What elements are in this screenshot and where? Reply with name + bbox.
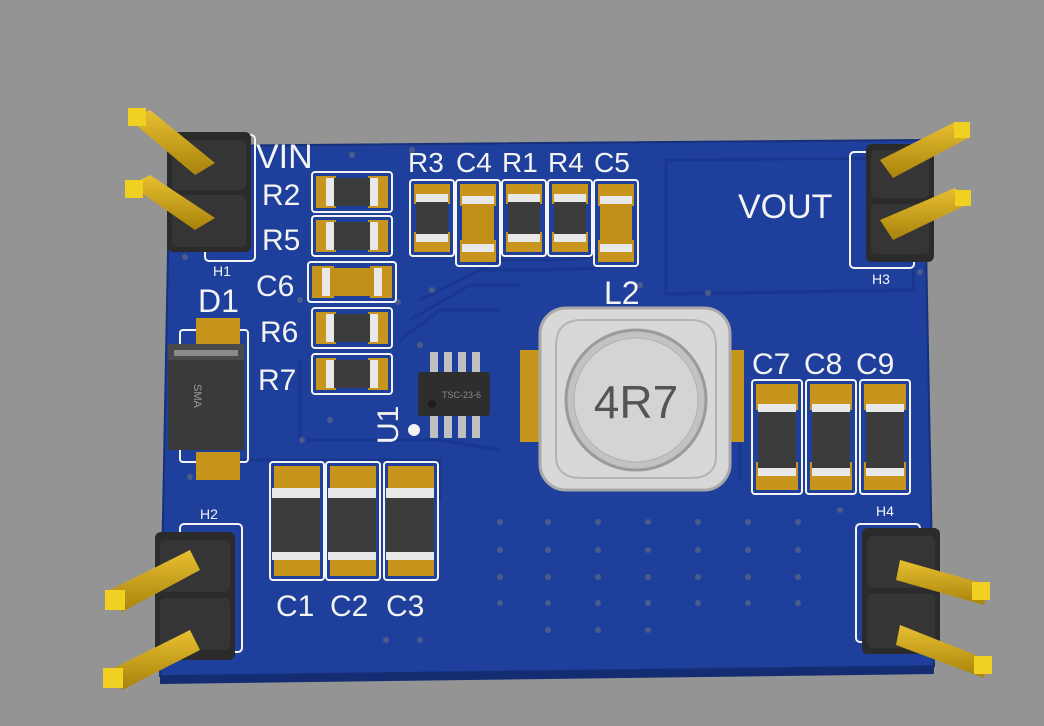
- capacitor-c2: [325, 461, 381, 581]
- header-h4: [855, 523, 992, 678]
- capacitor-c3: [383, 461, 439, 581]
- c1-label: C1: [276, 590, 314, 623]
- vin-label: VIN: [256, 138, 313, 176]
- h4-label: H4: [876, 503, 894, 519]
- r4-label: R4: [548, 147, 584, 178]
- resistor-r7: [311, 353, 393, 395]
- l2-label: L2: [604, 275, 640, 311]
- h1-label: H1: [213, 263, 231, 279]
- c2-label: C2: [330, 590, 368, 623]
- r6-label: R6: [260, 316, 298, 349]
- resistor-r1: [501, 179, 547, 257]
- resistor-r6: [311, 307, 393, 349]
- c3-label: C3: [386, 590, 424, 623]
- capacitor-c9: [859, 379, 911, 495]
- d1-label: D1: [198, 283, 239, 319]
- pcb-board-edge: [160, 666, 934, 684]
- capacitor-c7: [751, 379, 803, 495]
- capacitor-c6: [307, 261, 397, 303]
- inductor-marking: 4R7: [594, 376, 678, 428]
- capacitor-c4: [455, 179, 501, 267]
- r2-label: R2: [262, 179, 300, 212]
- vias: [182, 147, 923, 648]
- capacitor-c1: [269, 461, 325, 581]
- ic-u1: TSC-23-6: [418, 352, 490, 438]
- ic-marking: TSC-23-6: [442, 390, 481, 400]
- diode-marking: SMA: [191, 384, 203, 409]
- c7-label: C7: [752, 348, 790, 381]
- c4-label: C4: [456, 147, 492, 178]
- header-h1: [125, 108, 256, 262]
- resistor-r4: [547, 179, 593, 257]
- h2-label: H2: [200, 506, 218, 522]
- c9-label: C9: [856, 348, 894, 381]
- r5-label: R5: [262, 224, 300, 257]
- c8-label: C8: [804, 348, 842, 381]
- header-h2: [103, 523, 243, 690]
- r3-label: R3: [408, 147, 444, 178]
- diode-d1: SMA: [168, 318, 249, 480]
- h3-label: H3: [872, 271, 890, 287]
- r7-label: R7: [258, 364, 296, 397]
- resistor-r2: [311, 171, 393, 213]
- r1-label: R1: [502, 147, 538, 178]
- inductor-l2: 4R7: [520, 306, 744, 492]
- resistor-r3: [409, 179, 455, 257]
- capacitor-c5: [593, 179, 639, 267]
- u1-label: U1: [372, 406, 405, 444]
- c6-label: C6: [256, 270, 294, 303]
- resistor-r5: [311, 215, 393, 257]
- capacitor-c8: [805, 379, 857, 495]
- header-h3: [849, 122, 971, 269]
- vout-label: VOUT: [738, 188, 832, 226]
- c5-label: C5: [594, 147, 630, 178]
- pin1-marker: [408, 424, 420, 436]
